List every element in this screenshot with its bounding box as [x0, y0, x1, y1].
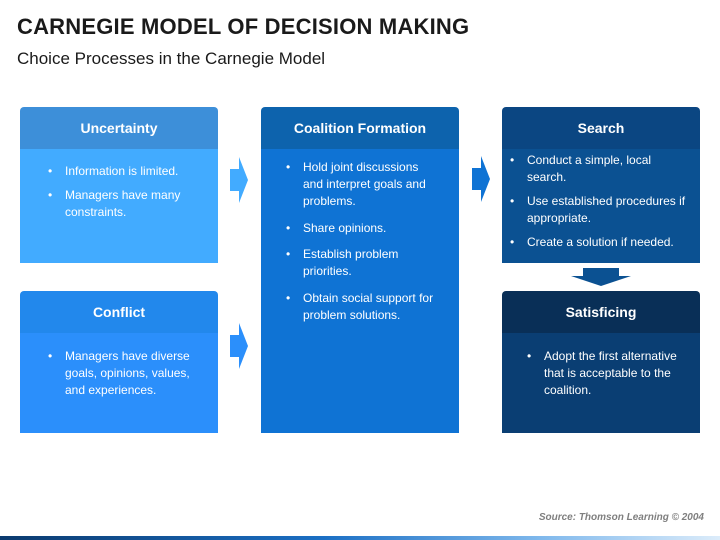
conflict-card-title: Conflict [20, 291, 218, 333]
satisficing-bullet-list: Adopt the first alternative that is acce… [525, 348, 682, 399]
uncertainty-card-title: Uncertainty [20, 107, 218, 149]
uncertainty-card-body: Information is limited. Managers have ma… [20, 149, 218, 263]
search-bullet-list: Conduct a simple, local search. Use esta… [508, 152, 690, 251]
footer-gradient-band [0, 536, 720, 540]
arrow-right-icon [472, 156, 490, 202]
search-bullet: Create a solution if needed. [508, 234, 690, 251]
satisficing-card: Satisficing Adopt the first alternative … [502, 291, 700, 433]
search-card: Search Conduct a simple, local search. U… [502, 107, 700, 263]
conflict-bullet: Managers have diverse goals, opinions, v… [46, 348, 200, 399]
source-citation: Source: Thomson Learning © 2004 [538, 512, 704, 523]
satisficing-card-title: Satisficing [502, 291, 700, 333]
coalition-formation-bullet: Obtain social support for problem soluti… [284, 290, 441, 324]
satisficing-bullet: Adopt the first alternative that is acce… [525, 348, 682, 399]
coalition-formation-bullet: Hold joint discussions and interpret goa… [284, 159, 441, 210]
page-subtitle: Choice Processes in the Carnegie Model [17, 49, 326, 68]
conflict-card: Conflict Managers have diverse goals, op… [20, 291, 218, 433]
search-card-body: Conduct a simple, local search. Use esta… [502, 149, 700, 263]
uncertainty-bullet: Information is limited. [46, 163, 198, 180]
page-title: CARNEGIE MODEL OF DECISION MAKING [17, 14, 470, 39]
satisficing-card-body: Adopt the first alternative that is acce… [502, 333, 700, 433]
search-bullet: Use established procedures if appropriat… [508, 193, 690, 227]
arrow-down-icon [571, 268, 631, 286]
coalition-formation-card: Coalition Formation Hold joint discussio… [261, 107, 459, 433]
search-bullet: Conduct a simple, local search. [508, 152, 690, 186]
search-card-title: Search [502, 107, 700, 149]
coalition-formation-bullet: Share opinions. [284, 220, 441, 237]
coalition-formation-bullet-list: Hold joint discussions and interpret goa… [284, 159, 441, 324]
uncertainty-bullet-list: Information is limited. Managers have ma… [46, 163, 198, 221]
coalition-formation-card-title: Coalition Formation [261, 107, 459, 149]
conflict-card-body: Managers have diverse goals, opinions, v… [20, 333, 218, 433]
conflict-bullet-list: Managers have diverse goals, opinions, v… [46, 348, 200, 399]
arrow-right-icon [230, 157, 248, 203]
coalition-formation-bullet: Establish problem priorities. [284, 246, 441, 280]
uncertainty-bullet: Managers have many constraints. [46, 187, 198, 221]
uncertainty-card: Uncertainty Information is limited. Mana… [20, 107, 218, 263]
coalition-formation-card-body: Hold joint discussions and interpret goa… [261, 149, 459, 433]
arrow-right-icon [230, 323, 248, 369]
